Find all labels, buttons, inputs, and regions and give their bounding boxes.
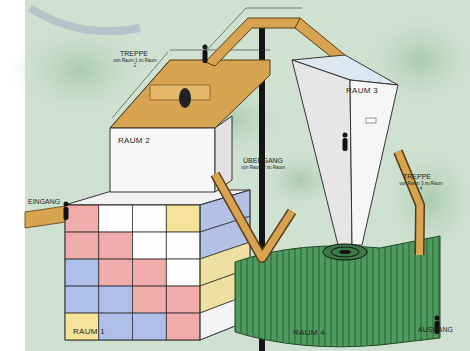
walkway [25, 206, 66, 228]
glass-panel [166, 232, 200, 259]
note-text: von Raum 3 zu Raum 4 [398, 182, 444, 192]
glass-panel [99, 205, 133, 232]
glass-panel [99, 259, 133, 286]
glass-panel [133, 205, 167, 232]
glass-panel [99, 286, 133, 313]
glass-panel [166, 313, 200, 340]
glass-panel [65, 205, 99, 232]
cube [65, 190, 250, 340]
glass-panel [133, 259, 167, 286]
glass-panel [166, 259, 200, 286]
glass-panel [99, 232, 133, 259]
glass-panel [65, 232, 99, 259]
area-label: TREPPE [120, 50, 148, 58]
room-node: RAUM 1 [65, 205, 200, 340]
area-label: EINGANG [28, 198, 60, 206]
room-node: RAUM 3 [292, 58, 398, 245]
glass-panel [166, 286, 200, 313]
trapezoid [292, 55, 398, 245]
glass-panel [65, 259, 99, 286]
note-text: von Raum 2 zu Raum 3 [240, 166, 286, 176]
room-label: RAUM 2 [118, 136, 150, 145]
glass-panel [65, 286, 99, 313]
area-label: AUSGANG [418, 326, 453, 334]
glass-panel [133, 313, 167, 340]
room-label: RAUM 3 [346, 86, 378, 95]
person-figures [64, 45, 440, 335]
area-label: TREPPE [403, 173, 431, 181]
box [110, 50, 270, 192]
arc-stroke [30, 8, 140, 31]
walkway-connector [215, 174, 292, 258]
room-node: RAUM 4 [235, 255, 440, 347]
cylinder [235, 236, 440, 347]
glass-panel [133, 286, 167, 313]
room-node: RAUM 2 [110, 128, 215, 192]
glass-panel [166, 205, 200, 232]
area-label: ÜBERGANG [243, 157, 283, 165]
note-text: von Raum 1 zu Raum 2 [112, 59, 158, 69]
room-label: RAUM 4 [293, 328, 325, 337]
glass-panel [133, 232, 167, 259]
walkway-connector [398, 152, 420, 256]
room-label: RAUM 1 [73, 327, 105, 336]
